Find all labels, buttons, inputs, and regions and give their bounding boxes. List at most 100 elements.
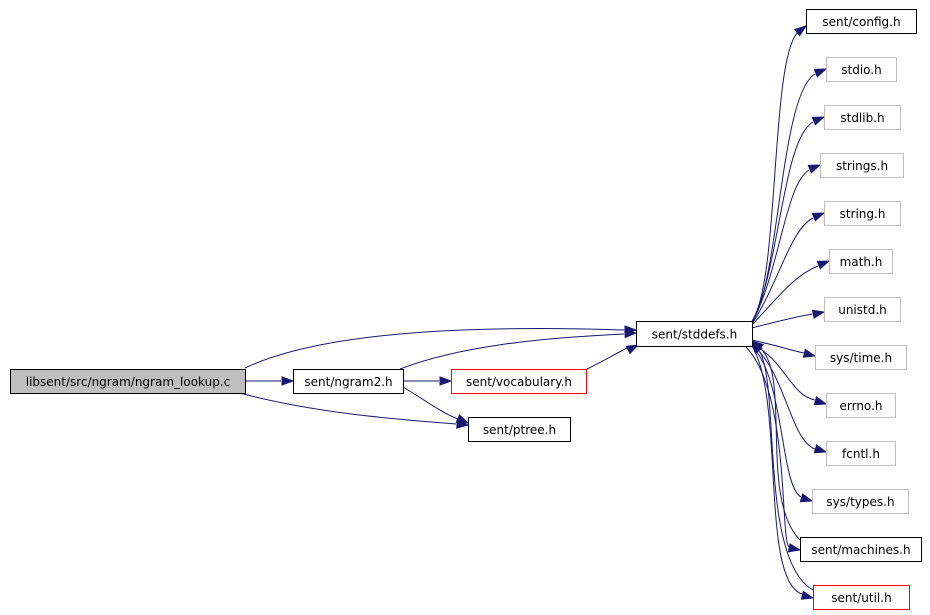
node-box <box>451 369 587 394</box>
node-fcntl[interactable]: fcntl.h <box>826 441 896 466</box>
edge-line <box>751 265 819 326</box>
arrowhead-icon <box>281 376 295 386</box>
node-box <box>824 105 901 130</box>
edge-line <box>239 392 457 425</box>
node-math[interactable]: math.h <box>829 249 893 274</box>
node-label: sent/ptree.h <box>483 423 556 437</box>
arrowhead-icon <box>455 414 470 424</box>
node-box <box>829 249 893 274</box>
node-box <box>815 345 907 370</box>
node-box <box>10 369 246 394</box>
arrowhead-icon <box>787 543 802 553</box>
node-box <box>800 537 922 562</box>
edge-stddefs-to-config <box>751 25 808 322</box>
node-box <box>813 585 910 610</box>
node-label: sys/time.h <box>830 351 892 365</box>
node-box <box>824 201 901 226</box>
node-label: string.h <box>840 207 886 221</box>
edge-stddefs-to-machines <box>744 345 802 553</box>
node-config[interactable]: sent/config.h <box>806 9 917 34</box>
edge-stddefs-to-string <box>751 212 826 325</box>
edge-line <box>751 345 803 595</box>
node-label: sent/ngram2.h <box>304 375 392 389</box>
node-machines[interactable]: sent/machines.h <box>800 537 922 562</box>
nodes-layer: libsent/src/ngram/ngram_lookup.c sent/ngr… <box>10 9 922 610</box>
node-label: math.h <box>840 255 883 269</box>
node-label: sent/vocabulary.h <box>466 375 572 389</box>
node-label: stdlib.h <box>840 111 884 125</box>
node-label: stdio.h <box>841 63 881 77</box>
arrowhead-icon <box>807 164 822 174</box>
edge-stddefs-to-systypes <box>751 345 814 503</box>
node-box <box>636 321 753 347</box>
arrowhead-icon <box>800 590 815 600</box>
node-systypes[interactable]: sys/types.h <box>812 489 909 514</box>
arrowhead-icon <box>813 444 828 454</box>
node-label: fcntl.h <box>842 447 880 461</box>
node-vocab[interactable]: sent/vocabulary.h <box>451 369 587 394</box>
node-box <box>826 393 896 418</box>
arrowhead-icon <box>811 116 826 126</box>
node-box <box>812 489 909 514</box>
node-box <box>826 441 896 466</box>
edge-stddefs-to-math <box>751 260 831 326</box>
node-box <box>468 417 571 442</box>
edge-root-to-stddefs <box>244 325 638 369</box>
arrowhead-icon <box>793 25 808 37</box>
edge-line <box>751 217 814 325</box>
node-label: errno.h <box>840 399 883 413</box>
arrowhead-icon <box>439 376 453 386</box>
node-systime[interactable]: sys/time.h <box>815 345 907 370</box>
arrowhead-icon <box>813 396 828 406</box>
edge-stddefs-to-strings <box>751 164 822 324</box>
node-ptree[interactable]: sent/ptree.h <box>468 417 571 442</box>
node-label: sent/util.h <box>831 591 891 605</box>
node-stdlib[interactable]: stdlib.h <box>824 105 901 130</box>
arrowhead-icon <box>813 68 828 78</box>
edge-root-to-ptree <box>239 392 470 429</box>
edge-ngram2-to-ptree <box>402 386 470 424</box>
node-label: strings.h <box>836 159 888 173</box>
node-util[interactable]: sent/util.h <box>813 585 910 610</box>
node-label: unistd.h <box>838 303 887 317</box>
node-unistd[interactable]: unistd.h <box>824 297 901 322</box>
node-box <box>806 9 917 34</box>
edge-util-to-stddefs <box>751 340 814 591</box>
edge-line <box>402 386 459 420</box>
node-root: libsent/src/ngram/ngram_lookup.c <box>10 369 246 394</box>
edge-line <box>244 328 625 369</box>
edge-ngram2-to-stddefs <box>399 328 638 370</box>
edge-line <box>751 344 816 450</box>
node-box <box>826 57 897 82</box>
node-label: libsent/src/ngram/ngram_lookup.c <box>26 375 231 389</box>
edge-line <box>761 349 801 541</box>
arrowhead-icon <box>624 328 638 339</box>
edge-line <box>751 339 805 354</box>
edge-stddefs-to-util <box>751 345 815 600</box>
node-stdio[interactable]: stdio.h <box>826 57 897 82</box>
arrowhead-icon <box>802 348 817 358</box>
edge-ngram2-to-vocab <box>403 376 453 386</box>
arrowhead-icon <box>799 493 814 503</box>
node-stddefs[interactable]: sent/stddefs.h <box>636 321 753 347</box>
edge-line <box>584 347 628 371</box>
edge-vocab-to-stddefs <box>584 344 640 371</box>
edge-machines-to-stddefs <box>750 340 801 541</box>
node-box <box>820 153 904 178</box>
node-label: sent/machines.h <box>811 543 910 557</box>
edge-line <box>751 31 799 322</box>
edge-stddefs-to-unistd <box>751 309 826 329</box>
node-box <box>824 297 901 322</box>
node-box <box>293 369 404 394</box>
node-strings[interactable]: strings.h <box>820 153 904 178</box>
edge-line <box>399 333 625 370</box>
node-errno[interactable]: errno.h <box>826 393 896 418</box>
node-string[interactable]: string.h <box>824 201 901 226</box>
edge-line <box>751 121 814 323</box>
arrowhead-icon <box>811 212 826 222</box>
node-ngram2[interactable]: sent/ngram2.h <box>293 369 404 394</box>
edges-layer <box>239 25 831 600</box>
arrowhead-icon <box>811 309 826 319</box>
edge-stddefs-to-fcntl <box>751 344 828 454</box>
